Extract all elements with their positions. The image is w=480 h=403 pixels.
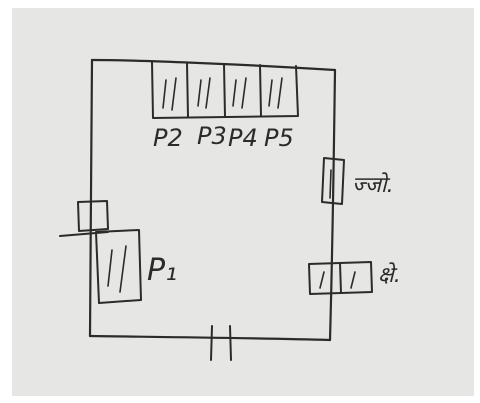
left-small-square [77, 200, 109, 232]
label-right-lower: क्षे. [378, 262, 401, 288]
top-panel-group [151, 61, 299, 119]
label-right-upper: ज्जो. [352, 172, 394, 198]
label-p5: P5 [264, 124, 294, 152]
label-p3: P3 [197, 122, 227, 150]
right-lower-panel [308, 261, 373, 295]
right-upper-panel [321, 157, 345, 205]
bottom-door-marks [210, 325, 232, 361]
p1-panel [95, 229, 142, 304]
room-outline [88, 58, 337, 342]
label-p4: P4 [228, 124, 258, 152]
label-p1: P₁ [147, 253, 177, 288]
label-p2: P2 [153, 124, 183, 152]
